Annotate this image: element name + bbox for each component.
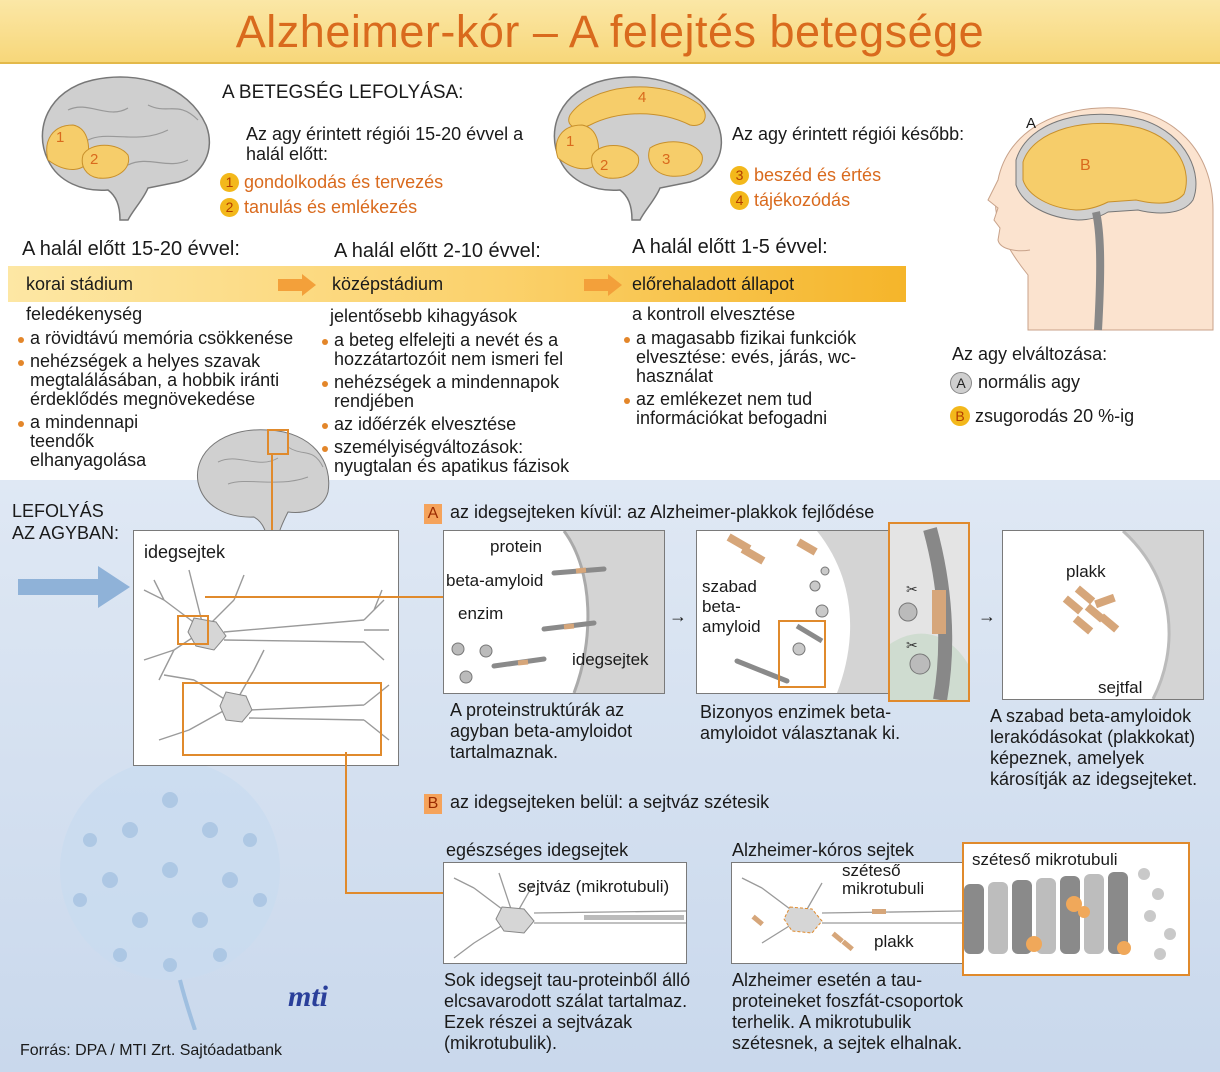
- label-enzim: enzim: [458, 604, 504, 623]
- stage-3-lead: a kontroll elvesztése: [632, 304, 796, 324]
- stage-2-time: A halál előtt 2-10 évvel:: [334, 240, 541, 262]
- list-item: a rövidtávú memória csökkenése: [18, 329, 308, 348]
- label-beta-amyloid: beta-amyloid: [446, 571, 544, 590]
- list-item: a magasabb fizikai funkciók elvesztése: …: [624, 329, 884, 386]
- stage-1-name: korai stádium: [26, 274, 134, 294]
- stage-3-time: A halál előtt 1-5 évvel:: [632, 236, 828, 258]
- label-neurons: idegsejtek: [572, 650, 649, 669]
- stage-2-lead: jelentősebb kihagyások: [330, 306, 518, 326]
- stage-bar: [8, 266, 906, 302]
- label-plaque-b: plakk: [874, 932, 914, 951]
- stage-3-bullets: a magasabb fizikai funkciók elvesztése: …: [624, 329, 884, 432]
- list-item: személyiségváltozások: nyugtalan és apat…: [322, 438, 592, 476]
- brain2-num-4: 4: [638, 89, 646, 106]
- label-protein: protein: [490, 537, 542, 556]
- list-item: a beteg elfelejti a nevét és a hozzátart…: [322, 331, 592, 369]
- panel-proteins: [443, 530, 665, 694]
- arrow-right-icon: [584, 274, 622, 296]
- brain-early-illustration: 1 2: [41, 76, 211, 221]
- connector-line: [345, 752, 347, 894]
- label-cytoskeleton: sejtváz (mikrotubuli): [518, 877, 670, 896]
- arrow-right-icon: [278, 274, 316, 296]
- panel-healthy-cells: [443, 862, 687, 964]
- dandelion-icon: [60, 760, 280, 1030]
- brain2-num-3: 3: [662, 151, 670, 168]
- head-profile-illustration: A B: [987, 107, 1214, 331]
- brain1-num-1: 1: [56, 129, 64, 146]
- stage-2-bullets: a beteg elfelejti a nevét és a hozzátart…: [322, 331, 592, 480]
- stage-1-bullets: a rövidtávú memória csökkenése nehézsége…: [18, 329, 308, 474]
- zoom-title: széteső mikrotubuli: [972, 850, 1118, 869]
- course-heading: A BETEGSÉG LEFOLYÁSA:: [222, 82, 464, 103]
- list-item: az időérzék elvesztése: [322, 415, 592, 434]
- svg-text:✂: ✂: [906, 581, 918, 597]
- mti-logo: mti: [288, 980, 329, 1013]
- stage-1-time: A halál előtt 15-20 évvel:: [22, 238, 240, 260]
- connector-line: [345, 892, 443, 894]
- list-item: az emlékezet nem tud információkat befog…: [624, 390, 884, 428]
- alz-title: Alzheimer-kóros sejtek: [732, 840, 915, 860]
- arrow-right-icon: →: [669, 606, 687, 626]
- title-band: [0, 0, 1220, 64]
- head-label-b: B: [1080, 157, 1091, 174]
- brain-late-illustration: 4 1 2 3: [553, 76, 723, 221]
- stage-1-lead: feledékenység: [26, 304, 143, 324]
- panel-plaques: [1002, 530, 1204, 700]
- late-regions-intro: Az agy érintett régiói később:: [732, 124, 965, 144]
- change-heading: Az agy elváltozása:: [952, 344, 1108, 364]
- connector-line: [271, 454, 273, 534]
- head-label-a: A: [1026, 115, 1036, 132]
- stage-3-name: előrehaladott állapot: [632, 274, 795, 294]
- alz-caption: Alzheimer esetén a tau-proteineket foszf…: [732, 970, 964, 1053]
- panel-alz-cells: [731, 862, 963, 964]
- brain2-num-2: 2: [600, 157, 608, 174]
- label-cell-wall: sejtfal: [1098, 678, 1143, 697]
- brain-small-illustration: [196, 429, 330, 553]
- page-title: Alzheimer-kór – A felejtés betegsége: [235, 6, 985, 57]
- arrow-right-icon: [18, 566, 130, 608]
- zoom-box-enzymes: [778, 620, 826, 688]
- label-plaque: plakk: [1066, 562, 1106, 581]
- list-item: a mindennapi teendők elhanyagolása: [18, 413, 200, 470]
- zoom-panel-enzymes: ✂✂: [888, 522, 970, 702]
- healthy-title: egészséges idegsejtek: [446, 840, 629, 860]
- brain2-num-1: 1: [566, 133, 574, 150]
- zoom-box-a: [177, 615, 209, 645]
- svg-text:✂: ✂: [906, 637, 918, 653]
- list-item: nehézségek a helyes szavak megtalálásába…: [18, 352, 308, 409]
- early-regions-intro: Az agy érintett régiói 15-20 évvel a hal…: [246, 124, 524, 164]
- panel-proteins-caption: A proteinstruktúrák az agyban beta-amylo…: [450, 700, 633, 762]
- zoom-panel-microtubules: [962, 842, 1190, 976]
- panel-enzymes-caption: Bizonyos enzimek beta-amyloidot választa…: [700, 702, 901, 743]
- panel-plaques-caption: A szabad beta-amyloidok lerakódásokat (p…: [990, 706, 1198, 789]
- arrow-right-icon: →: [978, 606, 996, 626]
- list-item: nehézségek a mindennapok rendjében: [322, 373, 592, 411]
- healthy-caption: Sok idegsejt tau-proteinből álló elcsava…: [444, 970, 691, 1053]
- source-text: Forrás: DPA / MTI Zrt. Sajtóadatbank: [20, 1042, 283, 1059]
- neurons-label: idegsejtek: [144, 542, 226, 562]
- zoom-box-b: [182, 682, 382, 756]
- stage-2-name: középstádium: [332, 274, 444, 294]
- connector-line: [205, 596, 445, 598]
- brain1-num-2: 2: [90, 151, 98, 168]
